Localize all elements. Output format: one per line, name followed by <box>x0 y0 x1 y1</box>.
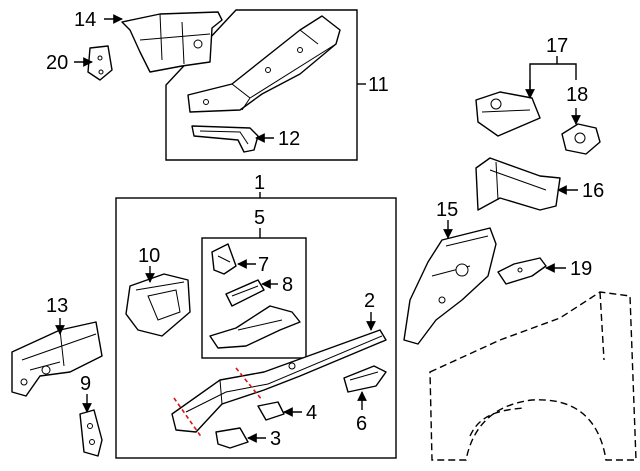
part-10-bracket <box>125 273 191 337</box>
part-5-lower-piece <box>209 305 301 349</box>
cut-line-front <box>173 397 203 439</box>
callout-18: 18 <box>566 84 588 106</box>
callout-10: 10 <box>138 245 160 267</box>
callout-7: 7 <box>258 254 269 276</box>
part-7-bracket <box>211 243 237 275</box>
part-15-wheelhouse <box>403 227 497 345</box>
callout-1: 1 <box>254 172 265 194</box>
part-16-wheelhouse-extension <box>475 157 561 211</box>
part-8-bracket <box>225 279 265 307</box>
part-3-bracket <box>215 427 249 449</box>
callout-11: 11 <box>368 74 389 96</box>
part-17-strut-tower <box>475 91 541 137</box>
fender-outline <box>429 291 637 461</box>
part-2-frame-rail <box>171 329 387 433</box>
callout-4: 4 <box>306 402 317 424</box>
leader-17-bracket <box>529 63 577 92</box>
callout-8: 8 <box>282 274 293 296</box>
part-19-bracket <box>497 257 547 285</box>
callout-2: 2 <box>364 290 375 312</box>
callout-14: 14 <box>74 9 96 31</box>
part-18-strut-mount <box>561 123 601 155</box>
part-13-apron-panel <box>11 321 103 397</box>
part-20-small-bracket <box>87 45 113 81</box>
callout-9: 9 <box>80 373 91 395</box>
group-box-5 <box>201 237 307 359</box>
part-11-upper-rail <box>187 15 341 113</box>
part-12-bracket <box>191 125 259 153</box>
callout-3: 3 <box>270 428 281 450</box>
part-6-bracket <box>343 365 387 393</box>
group-box-1 <box>115 197 397 459</box>
part-9-plate <box>79 409 103 457</box>
callout-12: 12 <box>278 128 300 150</box>
callout-17: 17 <box>546 35 568 57</box>
callout-6: 6 <box>356 413 367 435</box>
callout-15: 15 <box>436 199 458 221</box>
callout-5: 5 <box>254 207 265 229</box>
callout-13: 13 <box>46 295 68 317</box>
part-14-upper-reinforcement <box>121 11 223 73</box>
callout-20: 20 <box>46 52 68 74</box>
part-4-bracket <box>257 401 285 421</box>
group-box-11 <box>165 9 358 161</box>
callout-16: 16 <box>582 180 604 202</box>
callout-19: 19 <box>570 258 592 280</box>
